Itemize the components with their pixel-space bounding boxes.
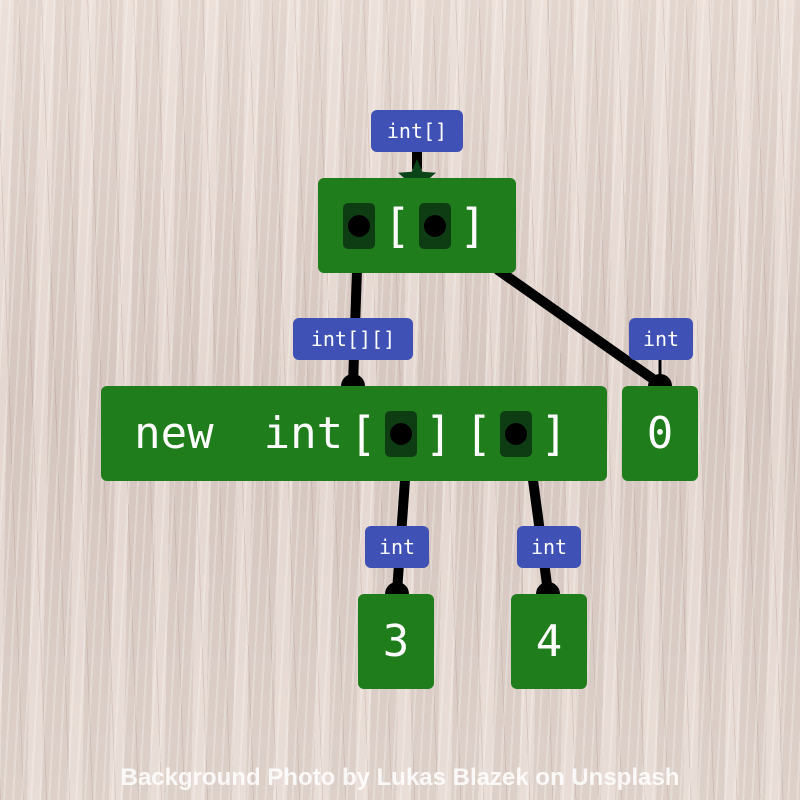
dimension-slot-2[interactable] — [500, 410, 533, 457]
literal-zero-node[interactable]: 0 — [622, 386, 698, 481]
type-tag-new-array: int[][] — [293, 318, 413, 360]
element-type: int — [263, 407, 344, 459]
array-slot[interactable] — [343, 202, 376, 249]
slot-dot — [389, 422, 412, 445]
array-access-node[interactable]: [ ] — [318, 178, 516, 273]
type-tag-root: int[] — [371, 110, 463, 152]
open-bracket-1: [ — [349, 406, 377, 461]
new-keyword: new — [134, 407, 214, 459]
new-array-node[interactable]: new int [ ] [ ] — [101, 386, 607, 481]
type-tag-three: int — [365, 526, 429, 568]
literal-four-node[interactable]: 4 — [511, 594, 587, 689]
close-bracket-1: ] — [424, 406, 453, 461]
open-bracket-2: [ — [464, 406, 493, 461]
edge-root-to-zero — [493, 265, 665, 389]
slot-dot — [505, 422, 528, 445]
literal-value: 3 — [382, 615, 410, 667]
slot-dot — [348, 214, 371, 237]
open-bracket: [ — [383, 198, 411, 253]
photo-credit: Background Photo by Lukas Blazek on Unsp… — [120, 764, 680, 791]
close-bracket: ] — [459, 198, 487, 253]
dimension-slot-1[interactable] — [384, 410, 417, 457]
literal-value: 0 — [646, 407, 674, 459]
literal-value: 4 — [535, 615, 563, 667]
close-bracket-2: ] — [540, 406, 568, 461]
index-slot[interactable] — [419, 202, 451, 249]
literal-three-node[interactable]: 3 — [358, 594, 434, 689]
slot-dot — [424, 214, 446, 237]
type-tag-zero: int — [629, 318, 693, 360]
type-tag-four: int — [517, 526, 581, 568]
